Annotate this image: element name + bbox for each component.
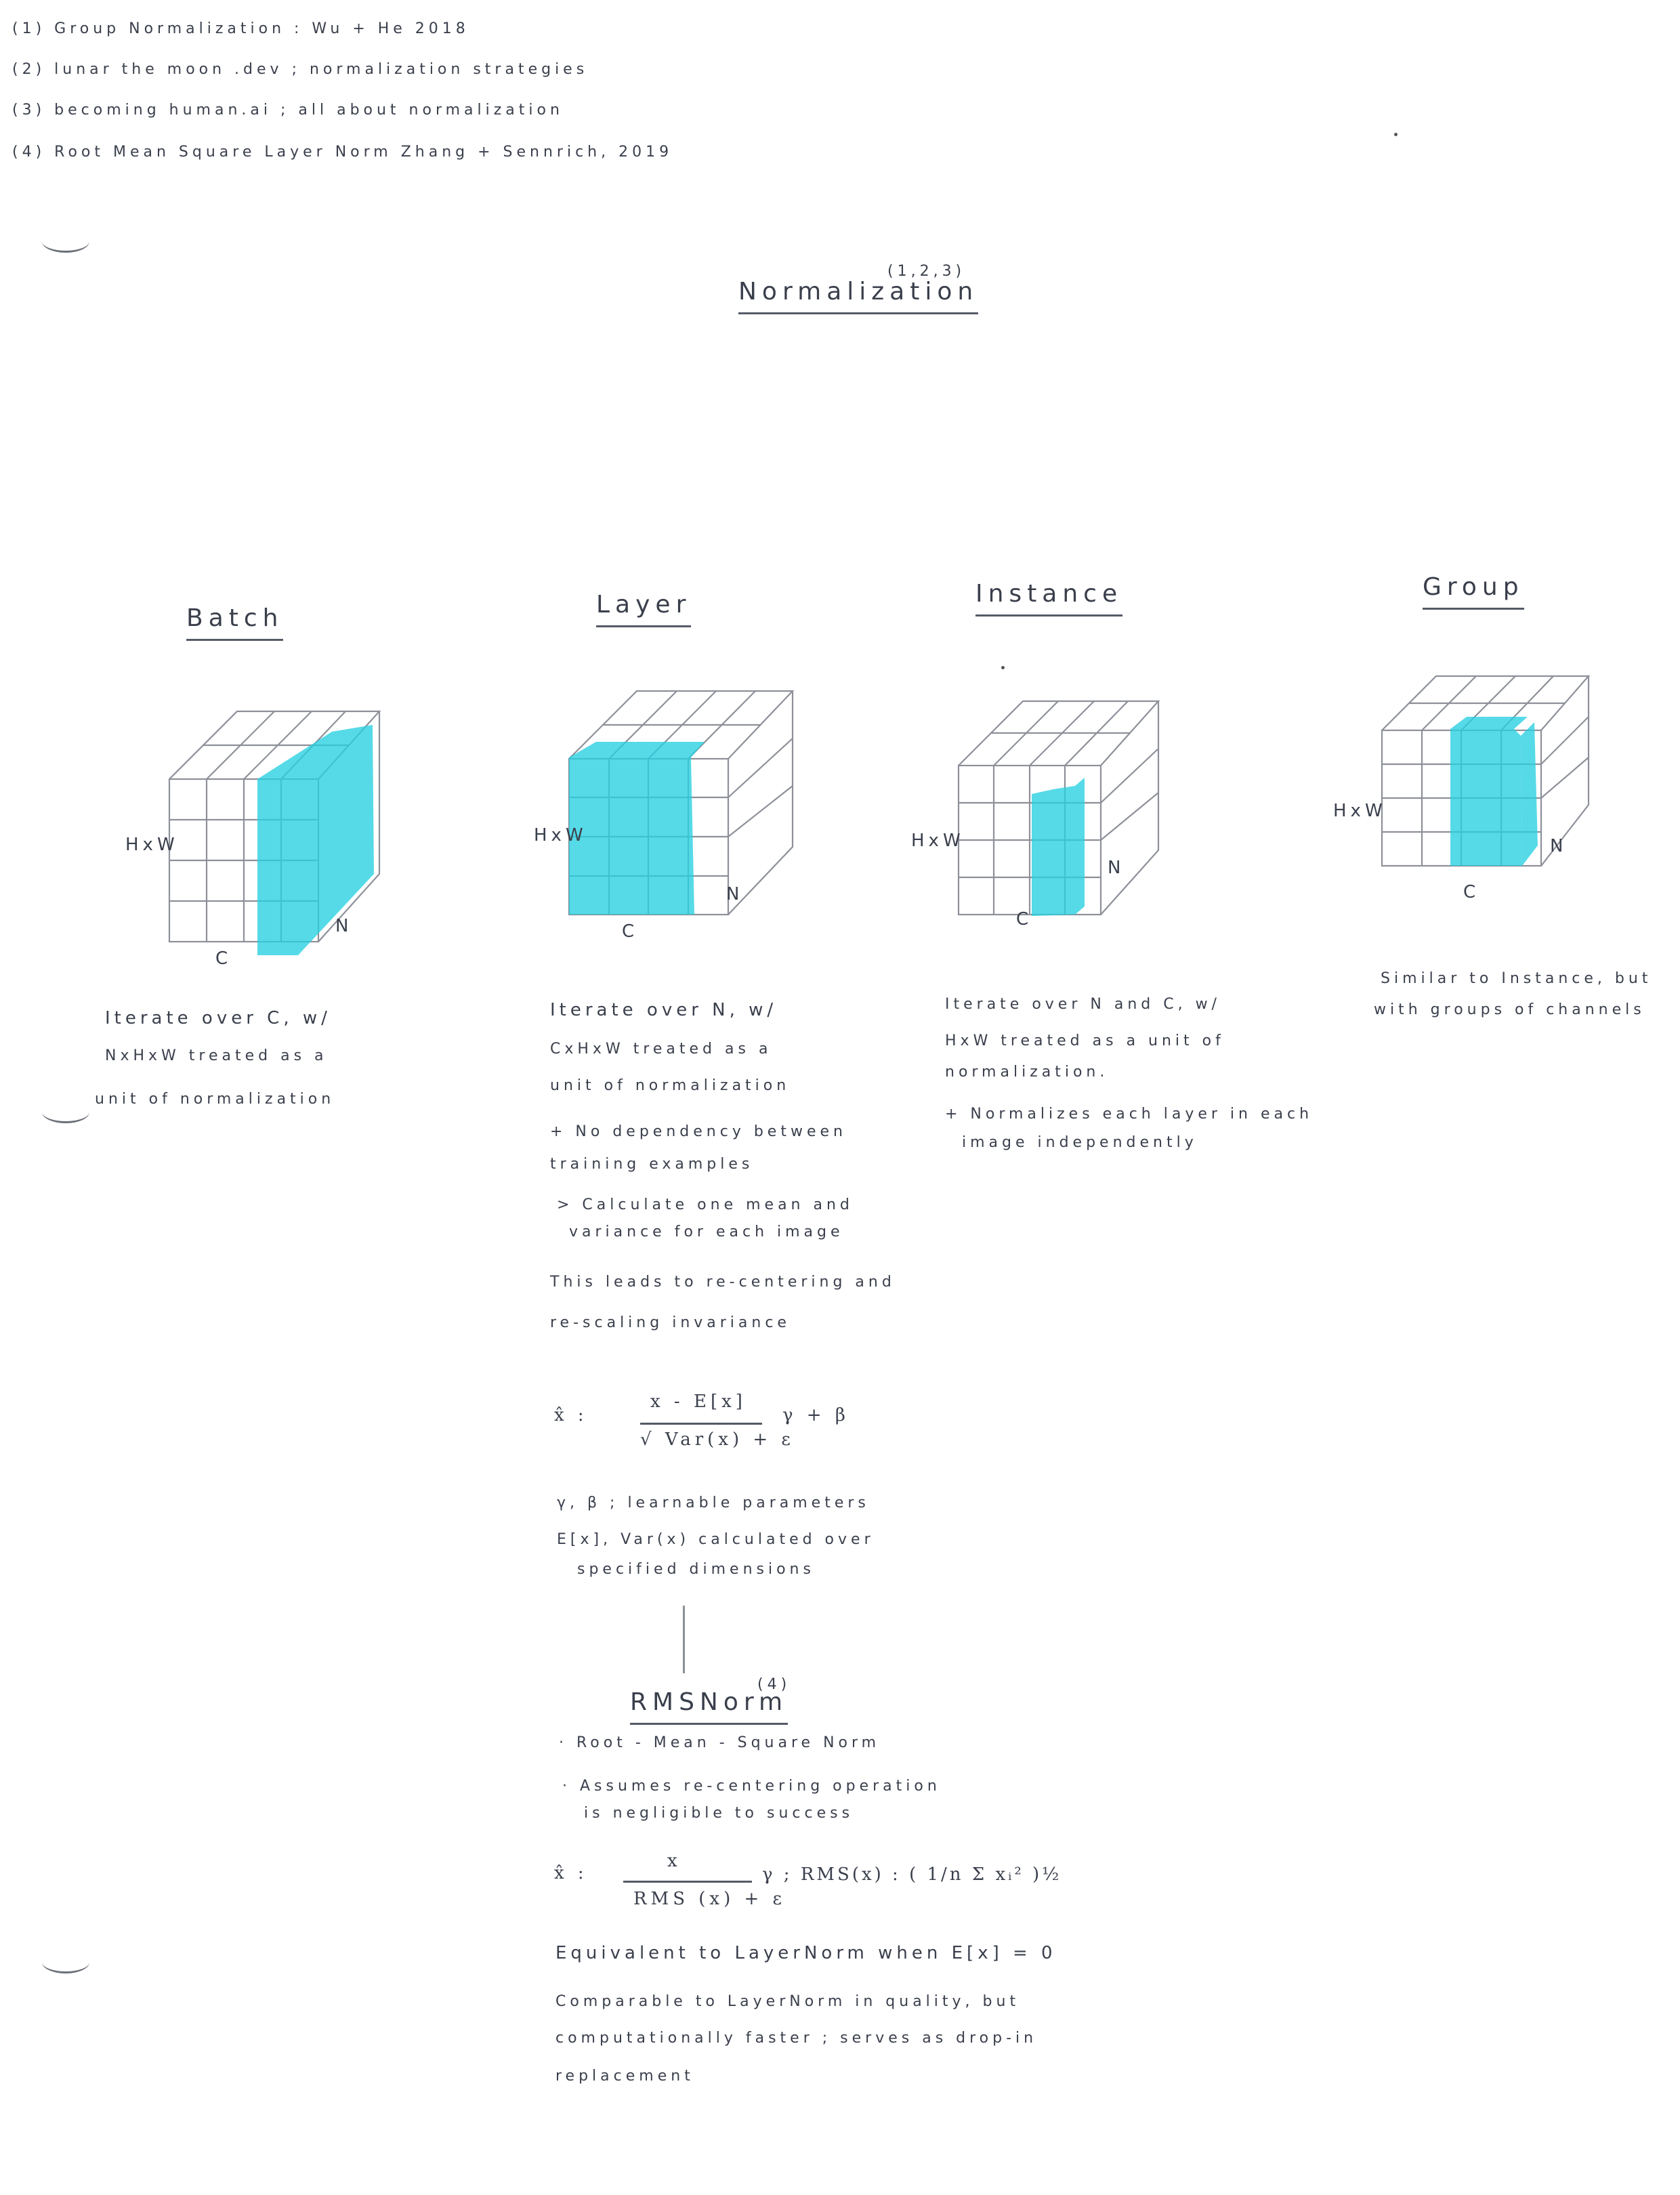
rmsnorm-formula-lhs: x̂ : [554,1863,588,1883]
group-desc-1: Similar to Instance, but [1381,970,1652,987]
layer-note-6: re-scaling invariance [550,1314,791,1331]
layer-note-5: This leads to re-centering and [550,1274,896,1291]
formula-params-1: γ, β ; learnable parameters [557,1494,870,1511]
rmsnorm-comparison-1: Comparable to LayerNorm in quality, but [555,1993,1020,2010]
section-divider [683,1606,685,1673]
scan-dot [1394,133,1398,136]
group-axis-c: C [1463,882,1480,902]
group-desc-2: with groups of channels [1374,1001,1645,1018]
rmsnorm-bullet-2b: is negligible to success [584,1805,854,1822]
punch-hole-top [42,230,89,253]
page-title: Normalization [738,278,979,314]
layer-axis-n: N [726,884,744,904]
instance-cube-diagram [957,700,1160,916]
layer-note-3: > Calculate one mean and [557,1196,854,1213]
instance-axis-hw: HxW [911,831,965,851]
batch-desc-2: NxHxW treated as a [105,1047,328,1064]
instance-axis-c: C [1016,909,1033,929]
punch-hole-middle [42,1101,89,1123]
rmsnorm-title: RMSNorm [630,1688,789,1725]
layer-desc-3: unit of normalization [550,1077,791,1094]
formula-lhs: x̂ : [554,1405,588,1425]
rmsnorm-bullet-1: · Root - Mean - Square Norm [559,1734,881,1751]
instance-note-2: image independently [962,1134,1198,1151]
layer-note-4: variance for each image [569,1224,844,1240]
instance-desc-2: HxW treated as a unit of [945,1032,1225,1049]
layer-desc-1: Iterate over N, w/ [550,1000,778,1020]
batch-axis-n: N [335,916,353,936]
instance-desc-3: normalization. [945,1064,1109,1081]
reference-3: (3) becoming human.ai ; all about normal… [12,102,564,119]
rmsnorm-reference: (4) [757,1676,791,1693]
instance-axis-n: N [1108,858,1125,878]
rmsnorm-fraction-bar [623,1881,752,1883]
batch-cube-diagram [168,710,381,955]
reference-4: (4) Root Mean Square Layer Norm Zhang + … [12,144,673,161]
batch-desc-3: unit of normalization [95,1091,335,1108]
formula-rest: γ + β [782,1405,849,1425]
instance-desc-1: Iterate over N and C, w/ [945,996,1221,1013]
formula-fraction-bar [640,1423,762,1425]
instance-title: Instance [975,580,1123,616]
rmsnorm-comparison-2: computationally faster ; serves as drop-… [555,2030,1038,2047]
rmsnorm-formula-rest: γ ; RMS(x) : ( 1/n Σ xᵢ² )½ [762,1864,1062,1885]
layer-title: Layer [596,591,692,627]
scan-dot [1001,666,1005,669]
formula-numerator: x - E[x] [650,1392,747,1412]
batch-title: Batch [186,604,284,641]
batch-axis-hw: HxW [125,835,179,855]
rmsnorm-formula-numerator: x [667,1851,681,1871]
rmsnorm-formula-denominator: RMS (x) + ε [633,1889,786,1909]
batch-axis-c: C [215,948,232,969]
reference-2: (2) lunar the moon .dev ; normalization … [12,61,589,78]
group-title: Group [1423,573,1524,610]
page-title-references: (1,2,3) [887,263,966,280]
layer-note-2: training examples [550,1156,754,1173]
rmsnorm-equivalence: Equivalent to LayerNorm when E[x] = 0 [555,1943,1057,1963]
layer-cube-diagram [568,690,795,916]
batch-desc-1: Iterate over C, w/ [105,1008,331,1028]
rmsnorm-bullet-2a: · Assumes re-centering operation [562,1778,941,1795]
layer-note-1: + No dependency between [550,1123,847,1140]
formula-params-2: E[x], Var(x) calculated over [557,1531,875,1548]
group-axis-n: N [1550,836,1568,856]
group-axis-hw: HxW [1333,801,1387,821]
formula-denominator: √ Var(x) + ε [640,1429,795,1450]
rmsnorm-comparison-3: replacement [555,2068,694,2085]
layer-axis-hw: HxW [534,825,587,845]
punch-hole-bottom [42,1951,89,1973]
reference-1: (1) Group Normalization : Wu + He 2018 [12,20,469,37]
instance-note-1: + Normalizes each layer in each [945,1106,1314,1123]
layer-desc-2: CxHxW treated as a [550,1041,772,1058]
layer-axis-c: C [622,921,639,942]
group-cube-diagram [1381,675,1591,867]
formula-params-3: specified dimensions [577,1561,815,1578]
